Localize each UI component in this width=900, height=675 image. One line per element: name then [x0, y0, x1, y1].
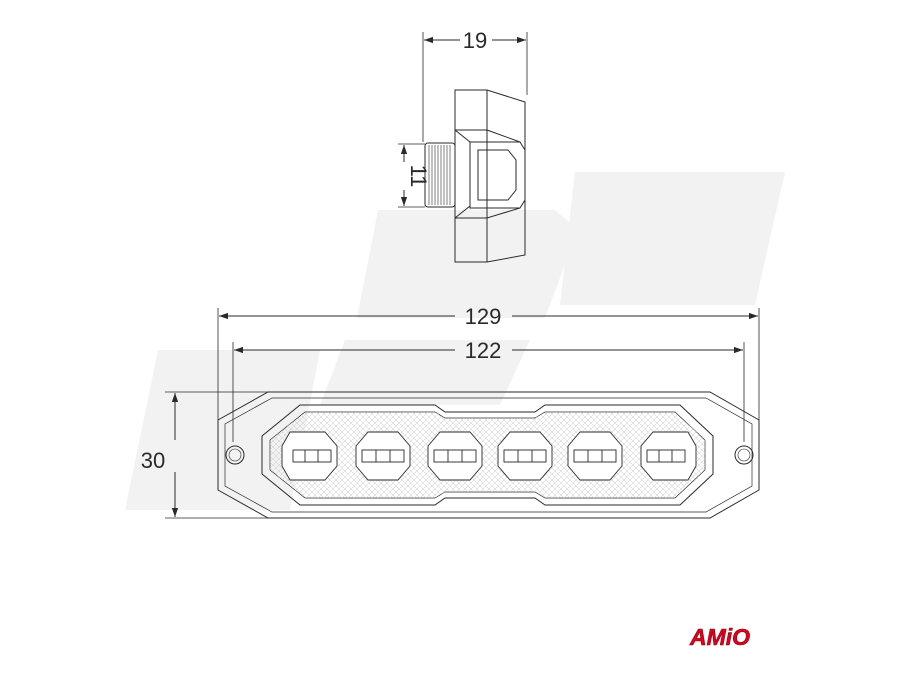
- led-module-6: [640, 431, 697, 481]
- led-module-3: [427, 431, 483, 481]
- dimension-height: 30: [141, 393, 179, 517]
- dimension-depth-label: 19: [463, 28, 487, 53]
- led-module-5: [567, 431, 623, 481]
- dimension-hole-spacing: 122: [234, 338, 743, 363]
- led-module-4: [497, 431, 553, 481]
- side-view: [398, 32, 528, 263]
- amio-logo-icon: AMiO: [689, 624, 751, 651]
- brand-logo-text: AMiO: [689, 624, 750, 650]
- dimension-hole-spacing-label: 122: [465, 338, 502, 363]
- dimension-overall-length: 129: [219, 304, 758, 329]
- dimension-height-label: 30: [141, 448, 165, 473]
- led-row: [281, 431, 697, 481]
- dimension-overall-length-label: 129: [465, 304, 502, 329]
- led-module-1: [281, 431, 338, 481]
- led-module-2: [355, 431, 411, 481]
- watermark: [125, 172, 785, 510]
- dimension-depth: 19: [424, 28, 526, 53]
- dimension-mount-diameter-label: 11: [406, 165, 431, 188]
- dimension-mount-diameter: 11: [400, 145, 431, 206]
